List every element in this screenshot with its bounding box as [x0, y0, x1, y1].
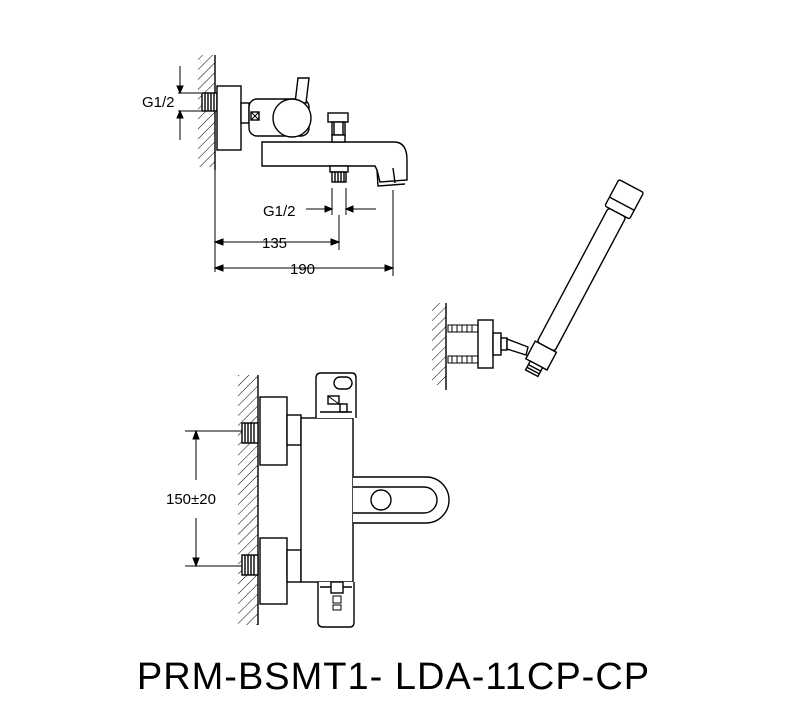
front-view-wall-hatch [238, 375, 258, 625]
bracket-arm [506, 337, 529, 356]
side-lever-handle [294, 77, 310, 104]
diverter-lever-knob [370, 489, 392, 511]
side-inlet-thread [201, 92, 218, 112]
side-escutcheon [216, 85, 242, 151]
side-spout [261, 141, 408, 183]
side-inlet-thread-dimension [176, 66, 201, 140]
spout-outlet-thread-label: G1/2 [263, 203, 296, 220]
front-upper-escutcheon [259, 396, 288, 466]
overall-projection-label: 190 [290, 261, 315, 278]
side-shower-outlet [329, 165, 349, 173]
side-view: G1/2 G1/2 135 190 [142, 55, 408, 278]
side-inlet-thread-label: G1/2 [142, 94, 175, 111]
overall-projection-dimension [213, 190, 395, 276]
front-lower-escutcheon [259, 537, 288, 605]
diverter-lever [353, 476, 450, 524]
bracket-wall-plate [477, 319, 494, 369]
outlet-center-label: 135 [262, 235, 287, 252]
hand-shower-view [432, 179, 644, 390]
side-diverter-cap [327, 112, 349, 123]
spout-outlet-thread-dimension [306, 188, 376, 215]
faucet-technical-drawing: G1/2 G1/2 135 190 [142, 55, 644, 628]
thermostat-body [300, 417, 354, 583]
product-code-caption: PRM-BSMT1- LDA-11CP-CP [136, 656, 651, 698]
inlet-center-distance-label: 150±20 [166, 491, 216, 508]
bracket-wall-hatch [432, 303, 446, 385]
inlet-center-distance-dimension [185, 429, 242, 568]
outlet-center-dimension [213, 170, 341, 272]
front-view: 150±20 [166, 372, 450, 628]
hand-shower-head [604, 179, 644, 220]
bracket-screws [447, 324, 479, 364]
side-handle-disc [272, 98, 312, 138]
hand-shower-handle [537, 208, 626, 352]
